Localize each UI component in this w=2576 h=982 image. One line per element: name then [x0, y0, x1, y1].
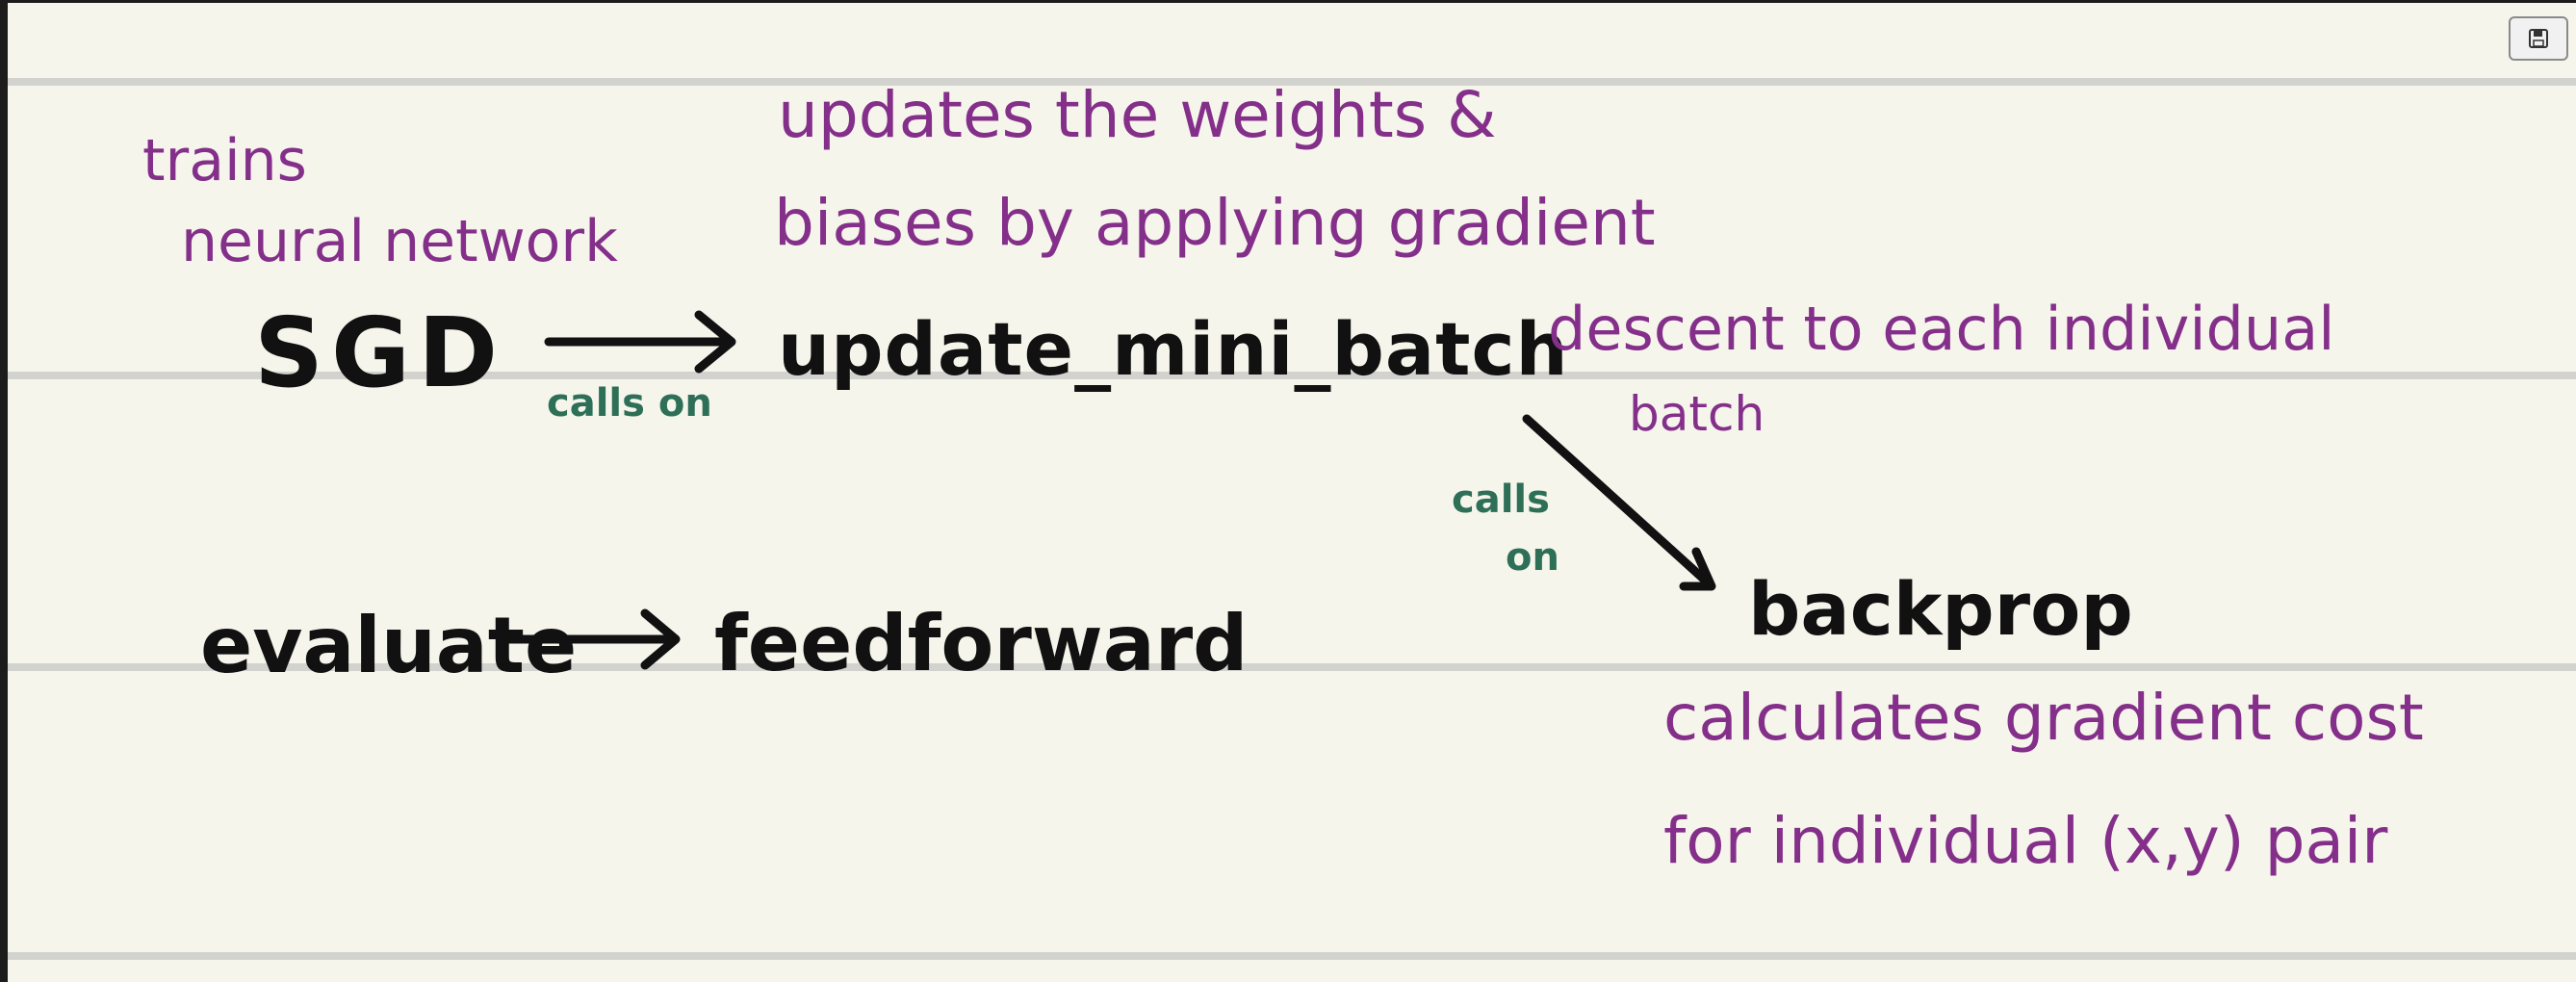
note-backprop-line2: for individual (x,y) pair	[1663, 804, 2388, 878]
note-sgd-line2: neural network	[181, 208, 618, 275]
edge-label-update-backprop-line2: on	[1506, 535, 1559, 580]
arrows-layer	[498, 310, 1716, 670]
note-update-line2: biases by applying gradient	[774, 186, 1656, 260]
arrow-evaluate-to-feedforward	[498, 608, 681, 670]
ruled-line	[8, 952, 2576, 960]
arrow-update-to-backprop	[1522, 414, 1716, 591]
node-sgd: SGD	[254, 297, 506, 409]
edge-label-update-backprop-line1: calls	[1452, 478, 1550, 522]
ruled-line	[8, 663, 2576, 671]
note-sgd-line1: trains	[142, 127, 307, 194]
node-backprop: backprop	[1748, 566, 2133, 652]
ruled-line	[8, 78, 2576, 86]
save-button[interactable]	[2509, 16, 2568, 61]
arrow-sgd-to-update	[544, 310, 736, 374]
note-backprop-line1: calculates gradient cost	[1663, 681, 2424, 755]
node-feedforward: feedforward	[714, 599, 1249, 688]
ruled-line	[8, 372, 2576, 379]
node-update-mini-batch: update_mini_batch	[778, 306, 1569, 392]
note-update-line3: descent to each individual	[1548, 294, 2335, 364]
note-update-line1: updates the weights &	[778, 78, 1497, 152]
note-update-line4: batch	[1629, 386, 1765, 442]
node-evaluate: evaluate	[200, 601, 578, 690]
edge-label-sgd-update: calls on	[547, 381, 712, 426]
floppy-disk-icon	[2529, 29, 2548, 48]
